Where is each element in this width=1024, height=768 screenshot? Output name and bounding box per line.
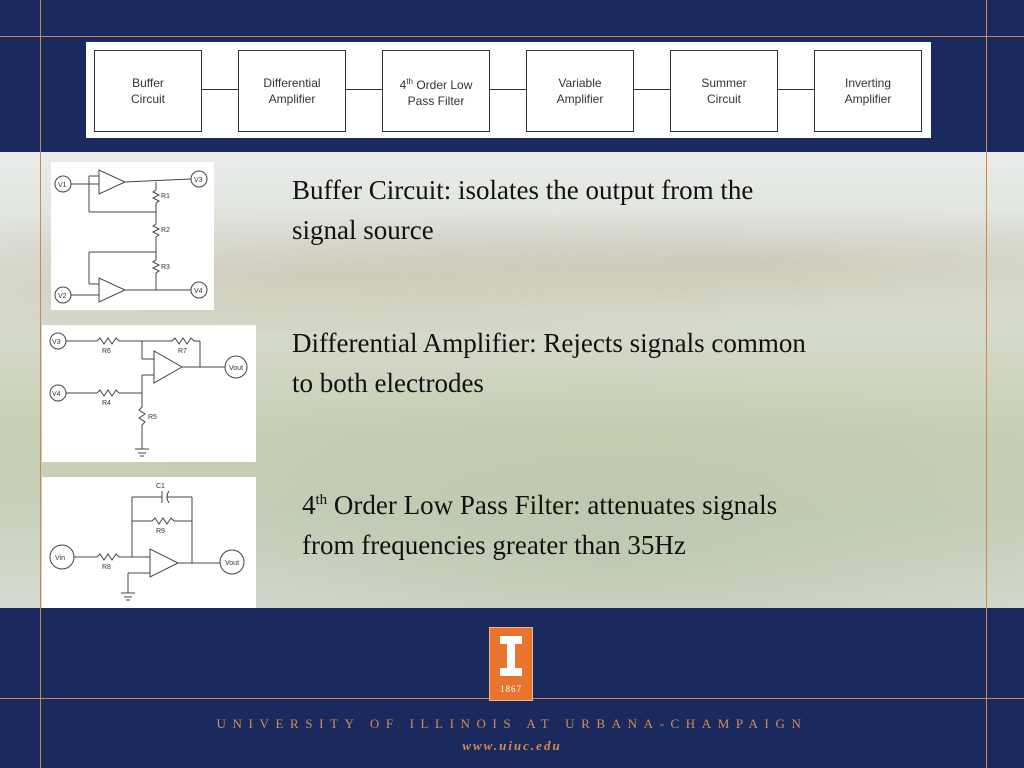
label-v4: V4 (194, 288, 203, 295)
block-summer-circuit: Summer Circuit (670, 50, 778, 132)
buffer-description-line1: Buffer Circuit: isolates the output from… (292, 175, 754, 205)
differential-description: Differential Amplifier: Rejects signals … (292, 323, 982, 403)
differential-amplifier-schematic: V3 V4 Vout R6 R7 R4 R5 (42, 325, 256, 462)
connector (346, 89, 382, 90)
block-i-emblem-icon (500, 636, 522, 676)
connector (490, 89, 526, 90)
label-r1: R1 (161, 193, 170, 200)
label-r9: R9 (156, 528, 165, 535)
differential-description-line2: to both electrodes (292, 368, 484, 398)
label-vin: Vin (55, 555, 65, 562)
frame-rule-top (0, 36, 1024, 37)
connector (778, 89, 814, 90)
block-variable-amplifier: Variable Amplifier (526, 50, 634, 132)
buffer-description-line2: signal source (292, 215, 434, 245)
label-vout: Vout (225, 560, 239, 567)
lowpass-description-line2: from frequencies greater than 35Hz (302, 530, 686, 560)
label-vout: Vout (229, 365, 243, 372)
logo-year: 1867 (500, 684, 522, 694)
differential-description-line1: Differential Amplifier: Rejects signals … (292, 328, 806, 358)
label-r8: R8 (102, 564, 111, 571)
label-v2: V2 (58, 293, 67, 300)
block-differential-amplifier: Differential Amplifier (238, 50, 346, 132)
frame-rule-left (40, 0, 41, 768)
block-buffer-circuit: Buffer Circuit (94, 50, 202, 132)
label-v4: V4 (52, 391, 61, 398)
label-v3: V3 (194, 177, 203, 184)
label-v1: V1 (58, 182, 67, 189)
university-name: UNIVERSITY OF ILLINOIS AT URBANA-CHAMPAI… (216, 716, 808, 731)
label-r5: R5 (148, 414, 157, 421)
label-c1: C1 (156, 483, 165, 490)
label-r7: R7 (178, 348, 187, 355)
system-block-diagram: Buffer Circuit Differential Amplifier 4t… (86, 42, 931, 138)
university-url: www.uiuc.edu (462, 738, 562, 753)
label-r4: R4 (102, 400, 111, 407)
lowpass-description: 4th Order Low Pass Filter: attenuates si… (302, 485, 982, 565)
label-r3: R3 (161, 264, 170, 271)
connector (202, 89, 238, 90)
frame-rule-right (986, 0, 987, 768)
buffer-description: Buffer Circuit: isolates the output from… (292, 170, 982, 250)
connector (634, 89, 670, 90)
lowpass-description-line1: 4th Order Low Pass Filter: attenuates si… (302, 490, 778, 520)
low-pass-filter-schematic: Vin Vout C1 R9 R8 (42, 477, 256, 608)
label-v3: V3 (52, 339, 61, 346)
buffer-circuit-schematic: V1 V2 V3 V4 R1 R2 R3 (51, 162, 214, 310)
label-r2: R2 (161, 227, 170, 234)
block-low-pass-filter: 4th Order Low Pass Filter (382, 50, 490, 132)
label-r6: R6 (102, 348, 111, 355)
block-inverting-amplifier: Inverting Amplifier (814, 50, 922, 132)
university-logo: 1867 (489, 627, 533, 701)
